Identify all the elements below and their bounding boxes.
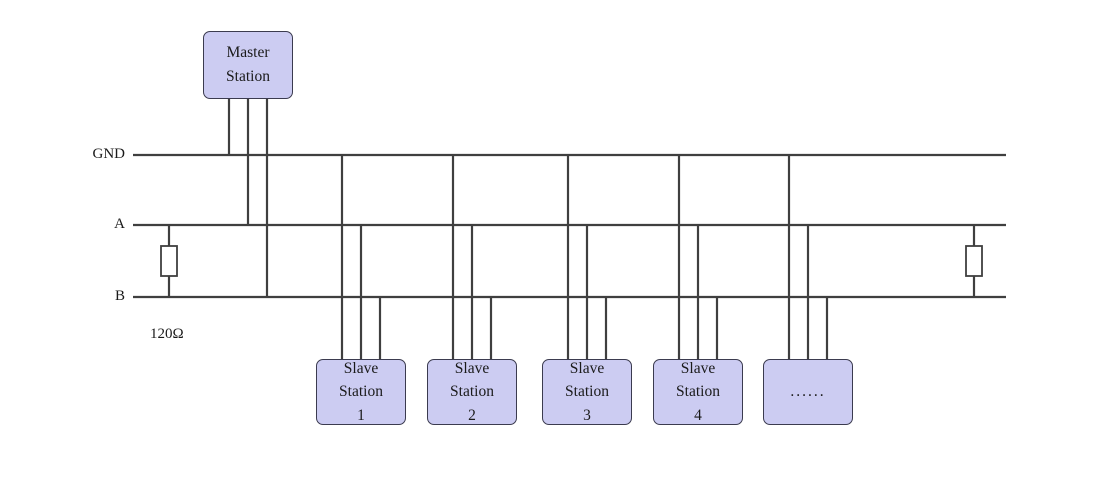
slave-station-2-line-2: Station [450, 383, 494, 401]
slave-station-2-line-1: Slave [454, 359, 490, 377]
slave-station-4-line-2: Station [676, 383, 720, 401]
slave-station-2-line-3: 2 [468, 406, 476, 424]
master-station-line-2: Station [226, 68, 270, 85]
bus-label-gnd: GND [40, 146, 126, 163]
bus-label-a-text: A [114, 216, 125, 232]
slave-station-4-line-3: 4 [694, 406, 702, 424]
slave-station-1-line-2: Station [339, 383, 383, 401]
bus-label-gnd-text: GND [92, 146, 126, 162]
left-terminator-body [160, 245, 178, 277]
left-terminator-label: 120Ω [150, 326, 184, 342]
bus-label-b-text: B [114, 288, 125, 304]
slave-station-more[interactable]: ...... [763, 359, 853, 425]
slave-station-1-line-1: Slave [343, 359, 379, 377]
slave-station-more-ellipsis: ...... [790, 383, 826, 401]
slave-station-3-line-3: 3 [583, 406, 591, 424]
slave-station-1[interactable]: Slave Station 1 [316, 359, 406, 425]
bus-label-b: B [40, 288, 125, 305]
bus-label-a: A [40, 216, 125, 233]
slave-station-3[interactable]: Slave Station 3 [542, 359, 632, 425]
slave-station-4-line-1: Slave [680, 359, 716, 377]
slave-station-3-line-2: Station [565, 383, 609, 401]
master-station[interactable]: Master Station [203, 31, 293, 99]
slave-station-3-line-1: Slave [569, 359, 605, 377]
slave-station-1-line-3: 1 [357, 406, 365, 424]
slave-station-2[interactable]: Slave Station 2 [427, 359, 517, 425]
slave-station-4[interactable]: Slave Station 4 [653, 359, 743, 425]
master-station-line-1: Master [226, 44, 270, 62]
right-terminator-body [965, 245, 983, 277]
